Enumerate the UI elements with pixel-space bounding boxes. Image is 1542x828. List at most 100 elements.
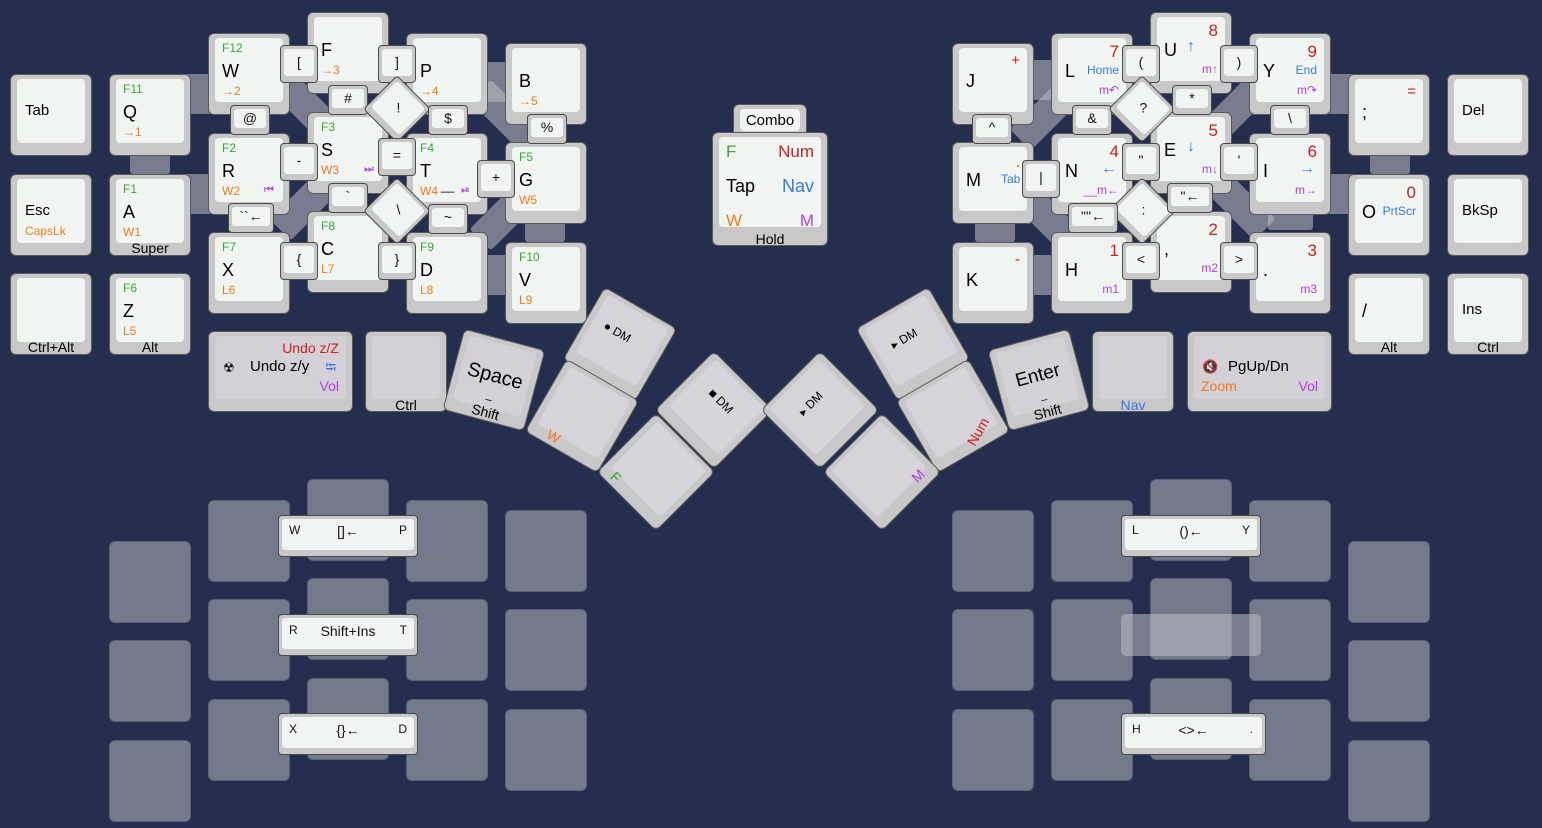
mouse-label: m→	[1295, 183, 1317, 197]
combo-lt[interactable]: <	[1122, 242, 1160, 280]
combo-hash[interactable]: #	[328, 85, 368, 115]
key-v[interactable]: F10 V L9	[505, 242, 587, 324]
combo-rparen[interactable]: )	[1220, 45, 1258, 83]
key-ins[interactable]: Ins Ctrl	[1447, 273, 1529, 355]
hold-label: Ctrl	[395, 397, 417, 413]
key-o[interactable]: 0 O PrtScr	[1348, 174, 1430, 256]
combo-brackets-back[interactable]: W []← P	[278, 515, 418, 557]
legend-hold: Hold	[755, 231, 785, 247]
combo-rbracket[interactable]: ]	[378, 45, 416, 83]
key-a[interactable]: F1 A W1 Super	[109, 174, 191, 256]
combo-backslash-r[interactable]: \	[1270, 105, 1310, 135]
key-d[interactable]: F9 D L8	[406, 232, 488, 314]
combo-angles-back[interactable]: H <>← .	[1121, 713, 1266, 755]
key-m[interactable]: . M Tab	[952, 142, 1034, 224]
combo-quote[interactable]: '	[1220, 143, 1258, 181]
key-label: E	[1164, 140, 1177, 160]
combo-parens-back[interactable]: L ()← Y	[1121, 515, 1261, 557]
arrow-right-icon: →	[1299, 160, 1315, 177]
key-b[interactable]: B →5	[505, 43, 587, 125]
combo-grave-back[interactable]: ``←	[228, 203, 274, 233]
key-enter[interactable]: Enter _ Shift	[987, 328, 1091, 432]
key-semicolon[interactable]: = ;	[1348, 74, 1430, 156]
key-e[interactable]: 5 E ↓ m↓	[1150, 112, 1232, 194]
num-label: 5	[1208, 121, 1218, 140]
combo-curly-back[interactable]: X {}← D	[278, 713, 418, 755]
key-x[interactable]: F7 X L6	[208, 232, 290, 314]
key-h[interactable]: 1 H m1	[1051, 232, 1133, 314]
tab-icon: ⭾	[325, 359, 336, 375]
combo-minus[interactable]: -	[280, 143, 318, 181]
key-ctrl-alt[interactable]: Ctrl+Alt	[10, 273, 92, 355]
combo-plus[interactable]: +	[477, 160, 515, 198]
combo-lbracket[interactable]: [	[280, 45, 318, 83]
sub-label: L5	[123, 324, 137, 338]
key-c[interactable]: F8 C L7	[307, 211, 389, 293]
combo-amp[interactable]: &	[1072, 105, 1112, 135]
sub-label: →3	[321, 63, 340, 77]
key-nav[interactable]: Nav	[1092, 331, 1174, 412]
key-del[interactable]: Del	[1447, 74, 1529, 156]
key-dot[interactable]: 3 . m3	[1249, 232, 1331, 314]
combo-equals[interactable]: =	[378, 138, 416, 176]
key-pgup[interactable]: 🔇 PgUp/Dn Zoom Vol	[1187, 331, 1332, 412]
combo-grave[interactable]: `	[328, 183, 368, 213]
sub-label: →2	[222, 84, 241, 98]
combo-ddq-back[interactable]: ""←	[1068, 203, 1118, 233]
key-f[interactable]: F →3	[307, 12, 389, 94]
key-label: J	[966, 71, 975, 91]
ghost-key	[505, 510, 587, 592]
key-w[interactable]: F12 W →2	[208, 33, 290, 115]
combo-at[interactable]: @	[230, 105, 270, 135]
key-i[interactable]: 6 I → m→	[1249, 133, 1331, 215]
ghost-key	[1249, 599, 1331, 681]
combo-dquote[interactable]: "	[1122, 143, 1160, 181]
key-comma[interactable]: 2 , m2	[1150, 211, 1232, 293]
fn-label: F2	[222, 141, 237, 155]
ghost-key	[1348, 541, 1430, 623]
key-label: C	[321, 239, 334, 259]
combo-dq-back[interactable]: "←	[1167, 183, 1213, 213]
combo-output: []←	[337, 523, 359, 539]
combo-output: ()←	[1179, 523, 1203, 539]
key-y[interactable]: 9 Y End m↷	[1249, 33, 1331, 115]
media-next-icon: ⏭	[364, 163, 374, 175]
key-s[interactable]: F3 S W3 ⏭	[307, 112, 389, 194]
key-q[interactable]: F11 Q →1	[109, 74, 191, 156]
ghost-key	[1348, 740, 1430, 822]
combo-shift-ins[interactable]: R Shift+Ins T	[278, 614, 418, 656]
key-label: B	[519, 71, 532, 91]
key-g[interactable]: F5 G W5	[505, 142, 587, 224]
key-label: H	[1065, 260, 1078, 280]
combo-caret[interactable]: ^	[972, 114, 1012, 144]
legend-tap: Tap	[726, 176, 756, 196]
combo-label: ``←	[239, 208, 263, 224]
key-ctrl[interactable]: Ctrl	[365, 331, 447, 412]
key-space[interactable]: Space _ Shift	[442, 328, 546, 432]
combo-gt[interactable]: >	[1220, 242, 1258, 280]
combo-left-key: L	[1132, 523, 1139, 537]
ghost-key	[1051, 599, 1133, 681]
key-esc[interactable]: Esc CapsLk	[10, 174, 92, 256]
combo-dollar[interactable]: $	[428, 105, 468, 135]
key-tab[interactable]: Tab	[10, 74, 92, 156]
legend-num: Num	[778, 142, 814, 161]
key-z[interactable]: F6 Z L5 Alt	[109, 273, 191, 355]
combo-percent[interactable]: %	[527, 114, 567, 144]
combo-lcurly[interactable]: {	[280, 242, 318, 280]
key-j[interactable]: + J	[952, 43, 1034, 125]
key-slash[interactable]: / Alt	[1348, 273, 1430, 355]
combo-tilde[interactable]: ~	[428, 204, 468, 234]
combo-pipe[interactable]: |	[1022, 160, 1060, 198]
key-t[interactable]: F4 T W4 __ ⏯	[406, 133, 488, 215]
key-label: Tab	[25, 102, 50, 119]
key-undo[interactable]: Undo z/Z ☢ Undo z/y ⭾ Vol	[208, 331, 353, 412]
key-l[interactable]: 7 L Home m↶	[1051, 33, 1133, 115]
key-label: /	[1362, 301, 1368, 321]
combo-star[interactable]: *	[1172, 85, 1212, 115]
combo-rcurly[interactable]: }	[378, 242, 416, 280]
combo-output: {}←	[336, 722, 360, 738]
fn-label: F11	[123, 82, 143, 96]
key-k[interactable]: - K	[952, 242, 1034, 324]
key-bksp[interactable]: BkSp	[1447, 174, 1529, 256]
